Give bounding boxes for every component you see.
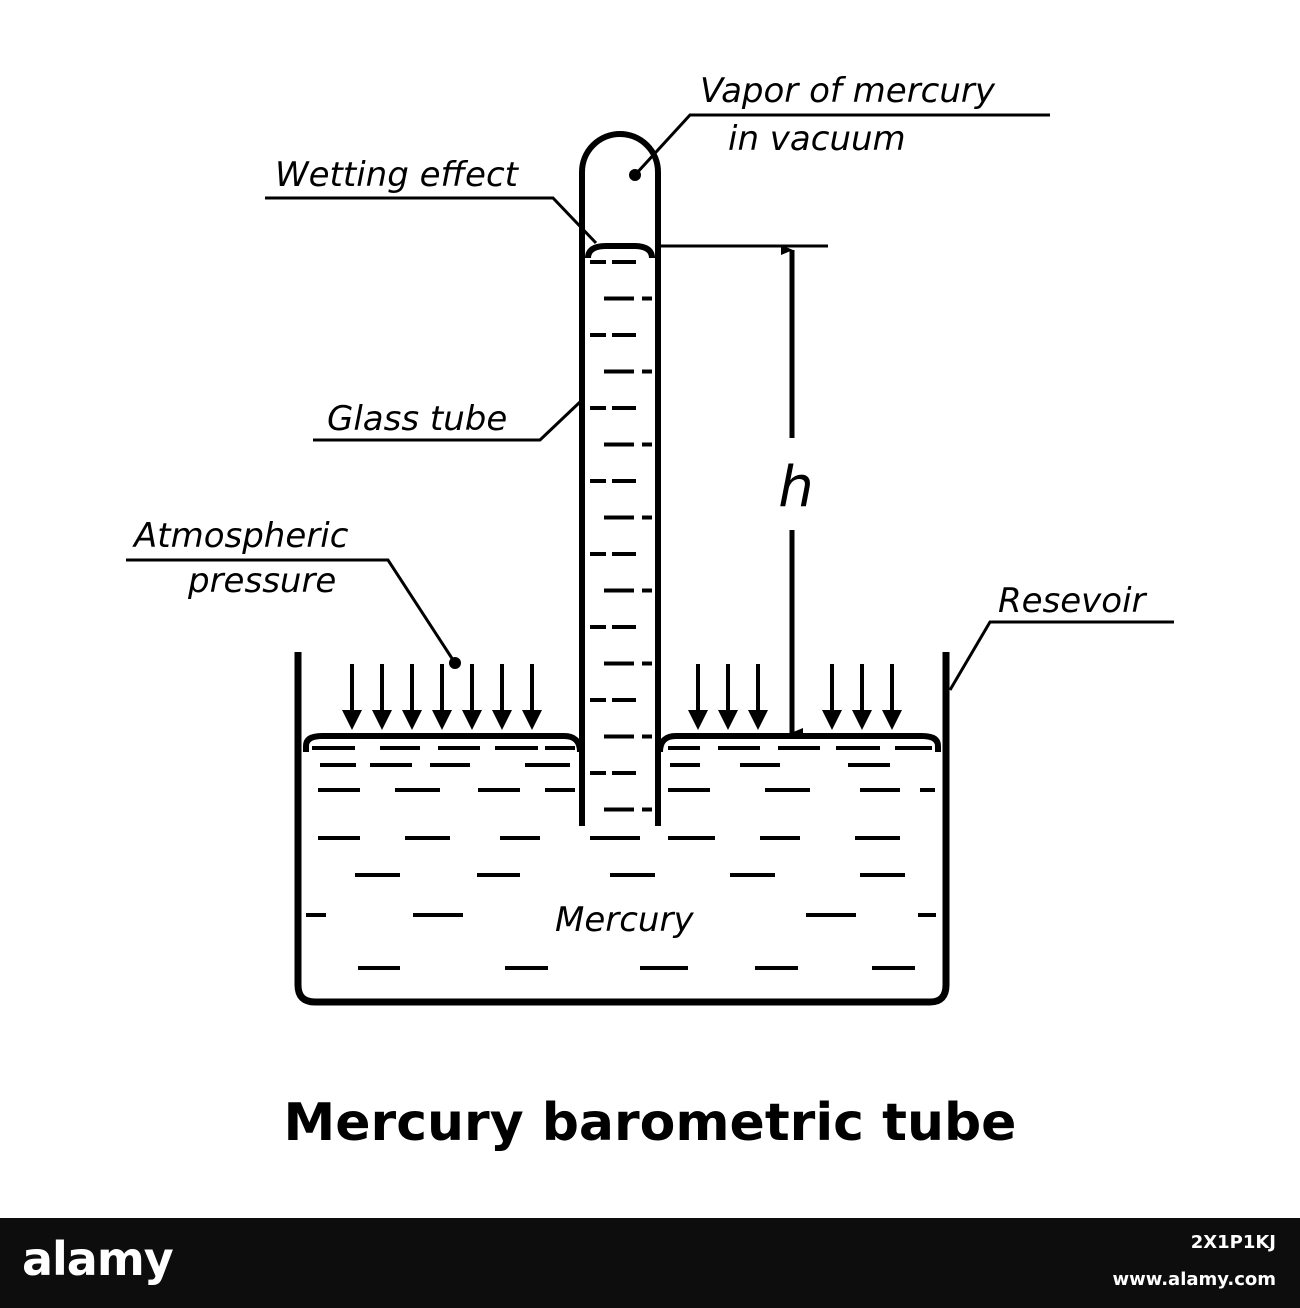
pressure-arrow-head [342, 710, 362, 730]
vapor-dot [629, 169, 641, 181]
alamy-logo: alamy [22, 1232, 174, 1286]
glass-tube [579, 131, 661, 826]
pressure-arrow-head [372, 710, 392, 730]
glass-tube-label: Glass tube [327, 399, 507, 439]
mercury-surface-left [303, 733, 583, 753]
reservoir-label: Resevoir [998, 581, 1148, 621]
height-label: h [778, 455, 814, 520]
wetting-label: Wetting effect [275, 155, 520, 195]
pressure-arrow-head [432, 710, 452, 730]
pressure-arrow-head [688, 710, 708, 730]
pressure-arrow-head [402, 710, 422, 730]
reservoir-mercury-dashes [306, 746, 936, 970]
diagram-title: Mercury barometric tube [284, 1093, 1017, 1153]
pressure-arrow-head [822, 710, 842, 730]
wetting-leader [265, 196, 598, 245]
pressure-arrow-head [492, 710, 512, 730]
pressure-arrow-head [522, 710, 542, 730]
pressure-arrow-head [462, 710, 482, 730]
diagram-canvas: h Vapor of mercury in vacuum Wetting eff… [126, 71, 1174, 1153]
reservoir-outline [294, 652, 950, 1006]
pressure-arrow-head [882, 710, 902, 730]
barometer-diagram: h Vapor of mercury in vacuum Wetting eff… [126, 71, 1174, 1153]
vapor-label-line2: in vacuum [728, 119, 906, 159]
mercury-surface-right [657, 733, 941, 753]
atmospheric-label-line1: Atmospheric [132, 516, 349, 556]
atmospheric-leader [126, 558, 457, 664]
image-id: 2X1P1KJ [1190, 1232, 1276, 1253]
watermark-footer: alamy 2X1P1KJ www.alamy.com [0, 1218, 1300, 1308]
mercury-label: Mercury [555, 900, 694, 940]
pressure-arrow-head [718, 710, 738, 730]
pressure-arrow-head [852, 710, 872, 730]
vapor-label-line1: Vapor of mercury [700, 71, 996, 111]
footer-meta: 2X1P1KJ www.alamy.com [1112, 1232, 1276, 1290]
tube-meniscus [585, 243, 655, 259]
pressure-arrow-head [748, 710, 768, 730]
reservoir-leader [948, 620, 1174, 691]
vapor-leader [633, 113, 1050, 177]
glass-tube-leader [313, 400, 582, 442]
atmospheric-dot [449, 657, 461, 669]
atmospheric-label-line2: pressure [187, 561, 336, 601]
site-url: www.alamy.com [1112, 1269, 1276, 1290]
atmospheric-pressure-arrows [342, 664, 902, 730]
tube-mercury-dashes [590, 260, 652, 812]
